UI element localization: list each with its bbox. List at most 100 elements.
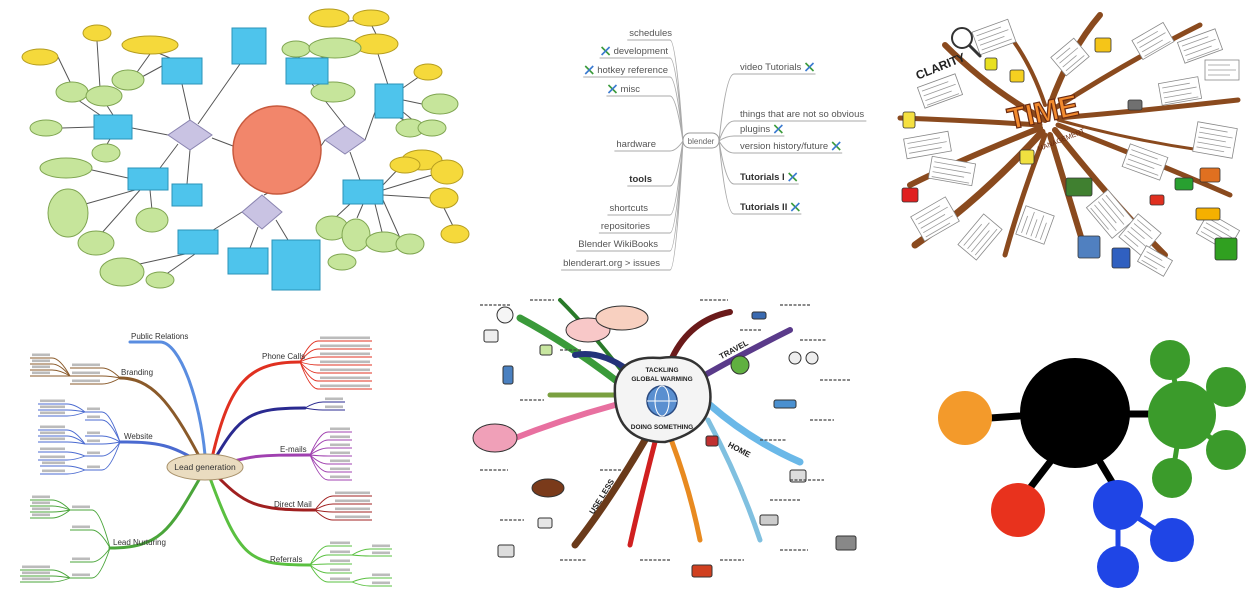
panel-concept-map xyxy=(21,8,470,291)
lead-sub-item-text xyxy=(72,557,90,561)
lead-sub-item-text xyxy=(32,353,50,357)
concept-node-yellow xyxy=(430,159,464,185)
concept-node-green xyxy=(47,188,89,238)
panel-lead-generation: Public Relations Branding Website Lead N… xyxy=(20,332,392,587)
lead-sub-item-line xyxy=(70,547,111,563)
doodle-icon xyxy=(1009,69,1025,83)
note-block-scribble xyxy=(1136,219,1152,232)
concept-node-green xyxy=(421,93,459,115)
lead-sub-item-line xyxy=(70,547,111,579)
concept-node-yellow xyxy=(353,33,399,55)
note-block-scribble xyxy=(1141,39,1163,53)
note-block xyxy=(916,73,964,109)
note-block-scribble xyxy=(1203,226,1225,240)
doodle-icon xyxy=(1077,235,1101,259)
note-block-frame xyxy=(957,213,1003,261)
note-block xyxy=(1015,205,1055,245)
lead-sub-item-line xyxy=(85,411,121,443)
lead-sub-item-text xyxy=(87,407,100,411)
panel-circle-map xyxy=(938,340,1246,588)
lead-sub-item-line xyxy=(309,454,352,465)
note-block-scribble xyxy=(1124,234,1139,247)
time-branches xyxy=(897,12,1241,258)
circle-node-orange xyxy=(938,391,992,445)
note-block-scribble xyxy=(934,161,966,168)
link-icon xyxy=(601,46,611,56)
doodle-icon xyxy=(1199,167,1221,183)
lead-sub-item-text xyxy=(42,469,65,473)
concept-box-node xyxy=(271,239,321,291)
note-block xyxy=(1085,189,1135,239)
blender-center-node xyxy=(682,132,720,149)
lead-sub-item-text xyxy=(72,379,100,383)
panel-time-management: CLARITY TIME MANAGEMENT xyxy=(897,12,1241,277)
lead-sub-item-text xyxy=(22,565,50,569)
note-block-scribble xyxy=(1196,146,1225,153)
circle-connector xyxy=(986,412,1023,422)
circle-node-green-child xyxy=(1150,340,1190,380)
lead-sub-item-text xyxy=(325,397,343,401)
lead-sub-item-text xyxy=(372,544,390,548)
blender-topic: tools xyxy=(629,174,652,185)
time-illustrations xyxy=(901,18,1241,277)
link-icon-stroke xyxy=(790,202,800,212)
doodle-shape xyxy=(539,344,553,356)
note-block-scribble xyxy=(1035,215,1045,239)
gw-branch-use-less xyxy=(571,436,649,549)
lead-sub-item-text xyxy=(320,336,370,340)
lead-sub-item-text xyxy=(320,352,370,356)
circle-node-green-child xyxy=(1152,458,1192,498)
note-block-scribble xyxy=(907,137,940,144)
gw-branch xyxy=(669,439,703,543)
lead-sub-item-line xyxy=(309,564,352,583)
lead-branch-public-relations xyxy=(128,340,207,457)
lead-sub-item-text xyxy=(40,399,65,403)
note-block-scribble xyxy=(925,222,951,238)
doodle-icon xyxy=(1111,247,1131,269)
lead-sub-item-text xyxy=(87,465,100,469)
concept-box-node xyxy=(227,247,269,275)
lead-sub-item-text xyxy=(32,371,50,375)
lead-sub-item-line xyxy=(85,441,121,457)
blender-topic: Tutorials II xyxy=(740,202,787,213)
lead-branch-label: Public Relations xyxy=(131,332,188,341)
concept-node-green xyxy=(91,143,121,163)
note-block-frame xyxy=(971,18,1017,56)
link-icon xyxy=(773,124,783,134)
note-block-scribble xyxy=(1185,45,1212,56)
blender-topic: Blender WikiBooks xyxy=(578,239,658,250)
lead-sub-item-line xyxy=(351,581,392,587)
lead-sub-item-line xyxy=(309,439,352,456)
lead-sub-item-line xyxy=(299,361,372,390)
lead-sub-item-text xyxy=(32,365,50,369)
note-block-scribble xyxy=(1039,222,1047,240)
concept-node-green xyxy=(111,69,145,91)
lead-sub-item-text xyxy=(40,425,65,429)
link-icon xyxy=(831,141,841,151)
lead-sub-item-text xyxy=(42,461,65,465)
lead-sub-item-line xyxy=(30,505,71,511)
gw-branch-label: HOME xyxy=(726,440,752,460)
globe-icon xyxy=(646,385,678,417)
circle-node-green-child xyxy=(1206,367,1246,407)
note-block-scribble xyxy=(1101,198,1125,225)
note-block xyxy=(1157,76,1203,106)
note-block-frame xyxy=(1136,245,1174,277)
link-icon xyxy=(790,202,800,212)
note-block-scribble xyxy=(1127,230,1147,247)
lead-sub-item-line xyxy=(299,348,372,363)
doodle-shape xyxy=(483,329,499,343)
lead-sub-item-text xyxy=(335,515,370,519)
panel-global-warming: TACKLING GLOBAL WARMING DOING SOMETHING … xyxy=(472,298,857,578)
lead-sub-item-line xyxy=(304,407,345,411)
blender-topic: video Tutorials xyxy=(740,62,802,73)
lead-sub-item-line xyxy=(70,377,121,385)
lead-sub-item-text xyxy=(325,405,343,409)
gw-illustrations xyxy=(472,299,857,578)
lead-sub-item-line xyxy=(309,447,352,456)
concept-node-yellow xyxy=(413,63,443,81)
lead-sub-item-text xyxy=(372,551,390,555)
gw-branch xyxy=(516,314,622,386)
doodle-shape xyxy=(537,517,553,529)
note-block-scribble xyxy=(1144,40,1171,57)
